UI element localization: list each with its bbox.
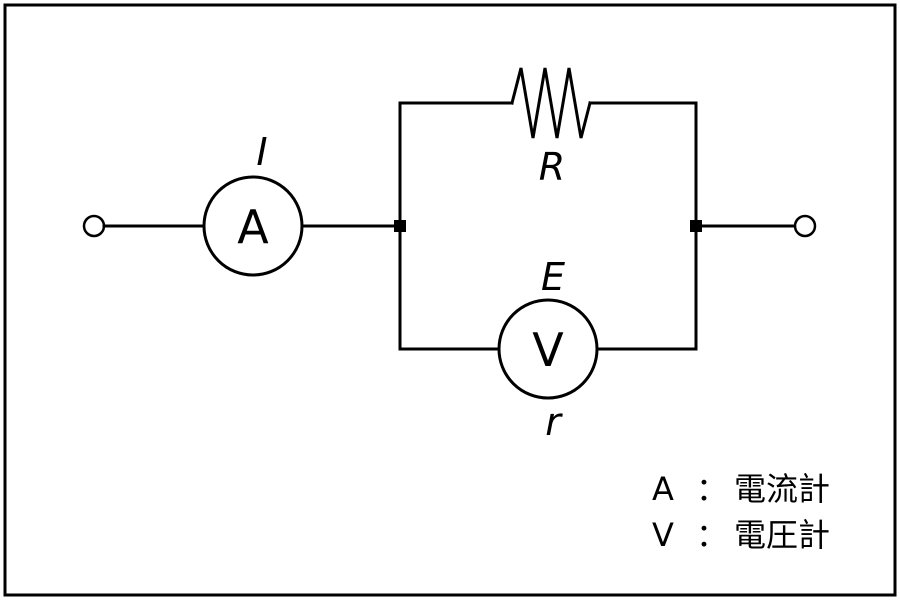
voltage-label: E — [541, 255, 565, 299]
voltmeter-letter: V — [532, 323, 564, 377]
left-terminal — [82, 214, 106, 238]
wire-top-left — [398, 101, 514, 228]
diagram-frame — [3, 3, 897, 597]
current-label: I — [256, 130, 267, 174]
internal-resistance-label: r — [545, 400, 563, 444]
legend-voltmeter-text: 電圧計 — [734, 516, 830, 554]
wire-bottom-left — [398, 224, 500, 351]
wire-top-right — [588, 101, 698, 228]
legend-voltmeter-sep: ： — [696, 516, 728, 554]
legend-ammeter-symbol: A — [652, 470, 674, 508]
resistor — [510, 67, 592, 139]
resistance-label: R — [539, 145, 565, 189]
ammeter-letter: A — [237, 200, 269, 254]
legend-ammeter-text: 電流計 — [734, 470, 830, 508]
legend-ammeter-sep: ： — [696, 470, 728, 508]
legend-voltmeter-symbol: V — [652, 516, 674, 554]
right-terminal — [793, 214, 817, 238]
wire-bottom-right — [596, 224, 698, 351]
legend: A ： 電流計 V ： 電圧計 — [652, 470, 830, 554]
